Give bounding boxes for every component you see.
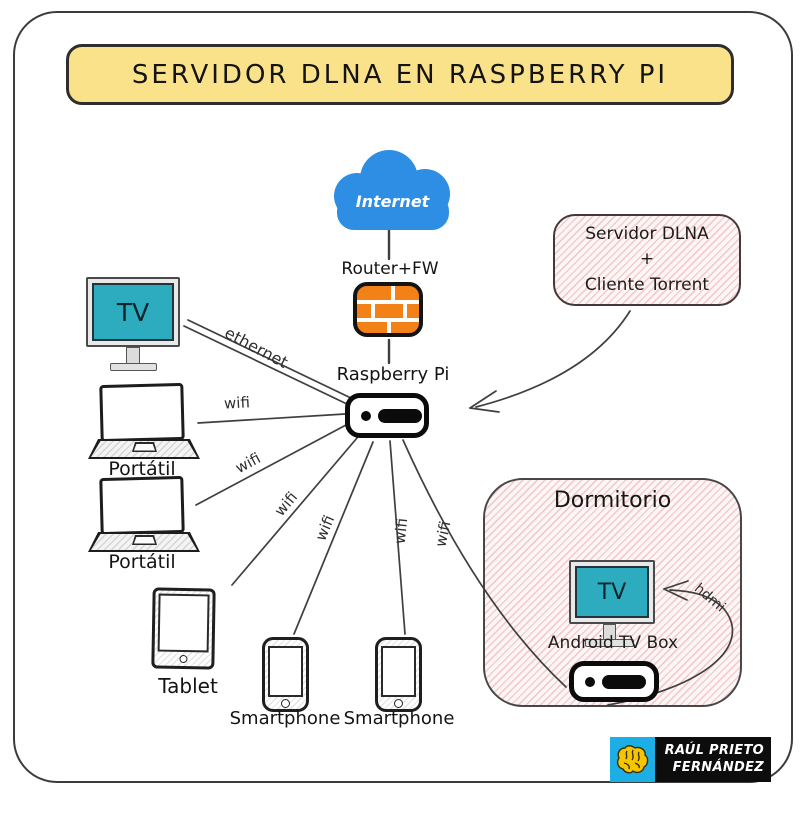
tablet-home-button bbox=[178, 654, 188, 664]
firewall-mortar bbox=[403, 304, 407, 318]
wifi-label-laptop1: wifi bbox=[223, 393, 251, 413]
laptop1-touchpad-inner bbox=[134, 443, 155, 451]
note-line3: Cliente Torrent bbox=[584, 274, 710, 295]
author-name-line1: RAÚL PRIETO bbox=[664, 743, 764, 759]
firewall-mortar bbox=[357, 318, 419, 322]
smartphone2-icon bbox=[375, 637, 422, 712]
tv-left-text: TV bbox=[116, 297, 150, 327]
raspberry-pi-label: Raspberry Pi bbox=[336, 364, 450, 385]
tv-dormitorio-screen: TV bbox=[575, 566, 649, 618]
smartphone1-label: Smartphone bbox=[229, 708, 341, 729]
firewall-icon bbox=[353, 282, 423, 337]
laptop2-label: Portátil bbox=[108, 551, 176, 573]
smartphone1-screen bbox=[268, 646, 303, 697]
tv-dormitorio-base bbox=[585, 639, 634, 647]
internet-label: Internet bbox=[355, 192, 430, 211]
note-line2: + bbox=[639, 249, 655, 270]
laptop1-label: Portátil bbox=[108, 458, 176, 480]
wifi-label-smartphone2: wifi bbox=[390, 517, 412, 545]
laptop1-icon bbox=[88, 382, 200, 460]
android-tv-box-label: Android TV Box bbox=[547, 633, 679, 653]
tablet-icon bbox=[151, 587, 216, 670]
pi-port-pill bbox=[378, 408, 422, 423]
page-title: SERVIDOR DLNA EN RASPBERRY PI bbox=[131, 59, 669, 90]
pi-led-dot bbox=[361, 410, 371, 421]
smartphone1-icon bbox=[262, 637, 309, 712]
tv-left-screen: TV bbox=[92, 283, 174, 341]
atv-port-pill bbox=[602, 674, 646, 689]
dormitorio-title: Dormitorio bbox=[553, 488, 672, 513]
tv-dormitorio-icon: TV bbox=[569, 560, 655, 624]
note-line1: Servidor DLNA bbox=[585, 223, 709, 244]
tv-left-stand bbox=[126, 347, 140, 364]
firewall-mortar bbox=[387, 322, 391, 333]
author-logo: RAÚL PRIETO FERNÁNDEZ bbox=[610, 737, 771, 782]
tablet-screen bbox=[157, 593, 210, 653]
raspberry-pi-icon bbox=[345, 393, 429, 438]
router-label: Router+FW bbox=[341, 259, 439, 279]
tv-left-icon: TV bbox=[86, 277, 180, 347]
smartphone2-label: Smartphone bbox=[343, 708, 455, 729]
firewall-mortar bbox=[357, 300, 419, 304]
firewall-mortar bbox=[371, 304, 375, 318]
smartphone2-home-button bbox=[394, 698, 403, 708]
android-tv-box-icon bbox=[569, 661, 659, 702]
laptop2-icon bbox=[88, 475, 200, 553]
author-name: RAÚL PRIETO FERNÁNDEZ bbox=[655, 737, 771, 782]
laptop2-screen bbox=[99, 475, 185, 536]
smartphone2-screen bbox=[381, 646, 416, 697]
tv-dormitorio-text: TV bbox=[597, 579, 627, 605]
tablet-label: Tablet bbox=[158, 674, 218, 698]
laptop1-screen bbox=[99, 382, 185, 443]
smartphone1-home-button bbox=[281, 698, 290, 708]
laptop2-touchpad-inner bbox=[134, 536, 155, 544]
internet-cloud-icon bbox=[334, 150, 450, 230]
outer-frame bbox=[13, 11, 793, 783]
brain-icon bbox=[610, 737, 655, 782]
dlna-note-box: Servidor DLNA + Cliente Torrent bbox=[553, 214, 741, 306]
title-banner: SERVIDOR DLNA EN RASPBERRY PI bbox=[66, 44, 734, 105]
tv-left-base bbox=[110, 363, 157, 371]
author-name-line2: FERNÁNDEZ bbox=[672, 759, 764, 775]
firewall-mortar bbox=[391, 286, 395, 300]
atv-led-dot bbox=[585, 676, 595, 687]
